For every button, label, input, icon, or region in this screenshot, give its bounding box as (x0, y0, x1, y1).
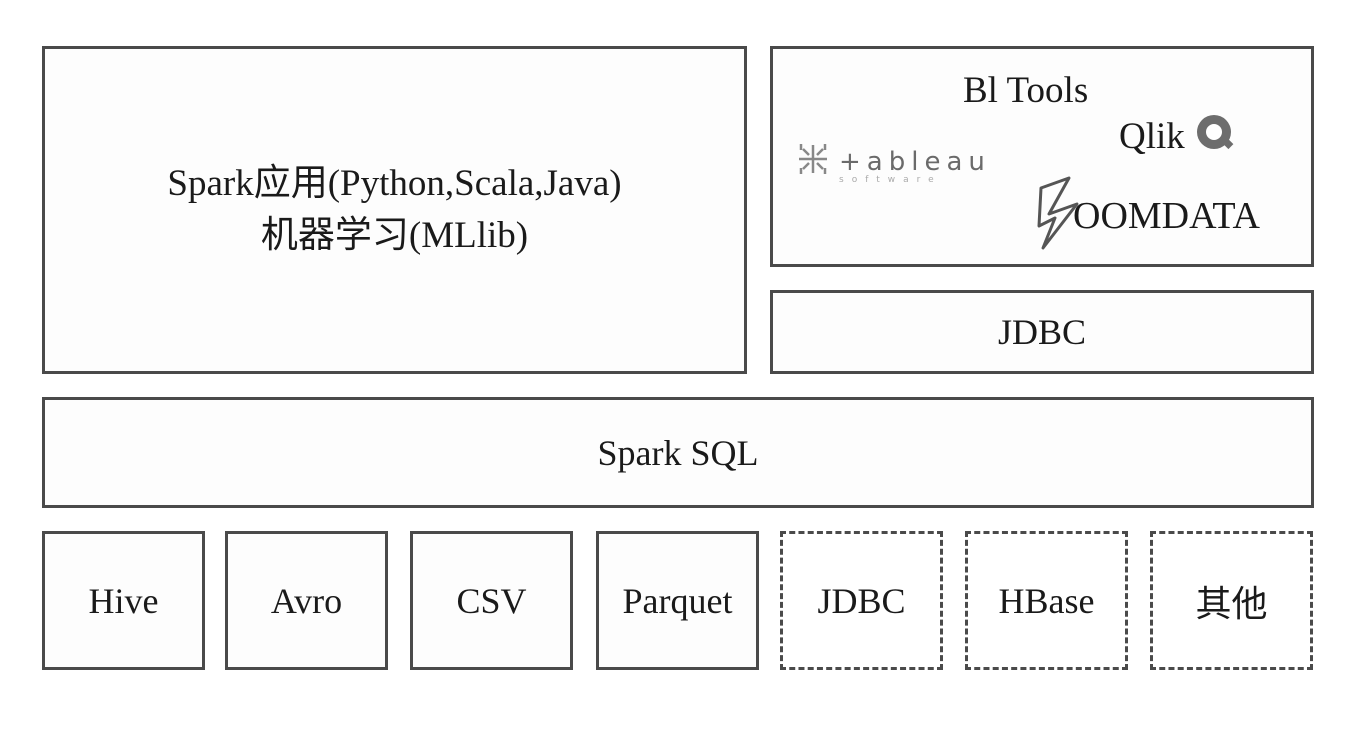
zoomdata-label: OOMDATA (1073, 194, 1260, 237)
tableau-logo-icon (793, 139, 833, 184)
spark-applications-box: Spark应用(Python,Scala,Java) 机器学习(MLlib) (42, 46, 747, 374)
data-source-label: HBase (998, 580, 1095, 621)
bi-tools-box: Bl Tools Qlik (770, 46, 1314, 267)
jdbc-connector-box: JDBC (770, 290, 1314, 374)
tableau-subtext: software (839, 175, 942, 185)
spark-app-languages-label: Spark应用(Python,Scala,Java) (167, 163, 622, 204)
mllib-label: 机器学习(MLlib) (260, 215, 529, 256)
zoomdata-logo-icon (1035, 174, 1083, 257)
data-source-hive: Hive (42, 531, 205, 670)
tableau-logo: +ableau software (793, 139, 991, 185)
zoomdata-logo: OOMDATA (1035, 174, 1260, 257)
data-source-label: Parquet (622, 580, 733, 621)
tableau-label: +ableau (839, 146, 991, 177)
qlik-logo-icon (1193, 111, 1239, 162)
data-source-parquet: Parquet (596, 531, 759, 670)
data-source-label: Hive (88, 580, 159, 621)
data-source-label: 其他 (1195, 583, 1268, 624)
data-source-avro: Avro (225, 531, 388, 670)
jdbc-connector-label: JDBC (997, 312, 1087, 352)
data-source-label: Avro (270, 580, 343, 621)
qlik-logo: Qlik (1119, 111, 1239, 162)
spark-sql-label: Spark SQL (597, 432, 759, 473)
spark-sql-box: Spark SQL (42, 397, 1314, 508)
data-source-jdbc: JDBC (780, 531, 943, 670)
data-source-other: 其他 (1150, 531, 1313, 670)
data-source-hbase: HBase (965, 531, 1128, 670)
data-source-label: CSV (456, 580, 527, 621)
qlik-label: Qlik (1119, 116, 1185, 157)
data-source-csv: CSV (410, 531, 573, 670)
data-source-label: JDBC (817, 580, 906, 621)
bi-tools-title: Bl Tools (963, 70, 1089, 111)
